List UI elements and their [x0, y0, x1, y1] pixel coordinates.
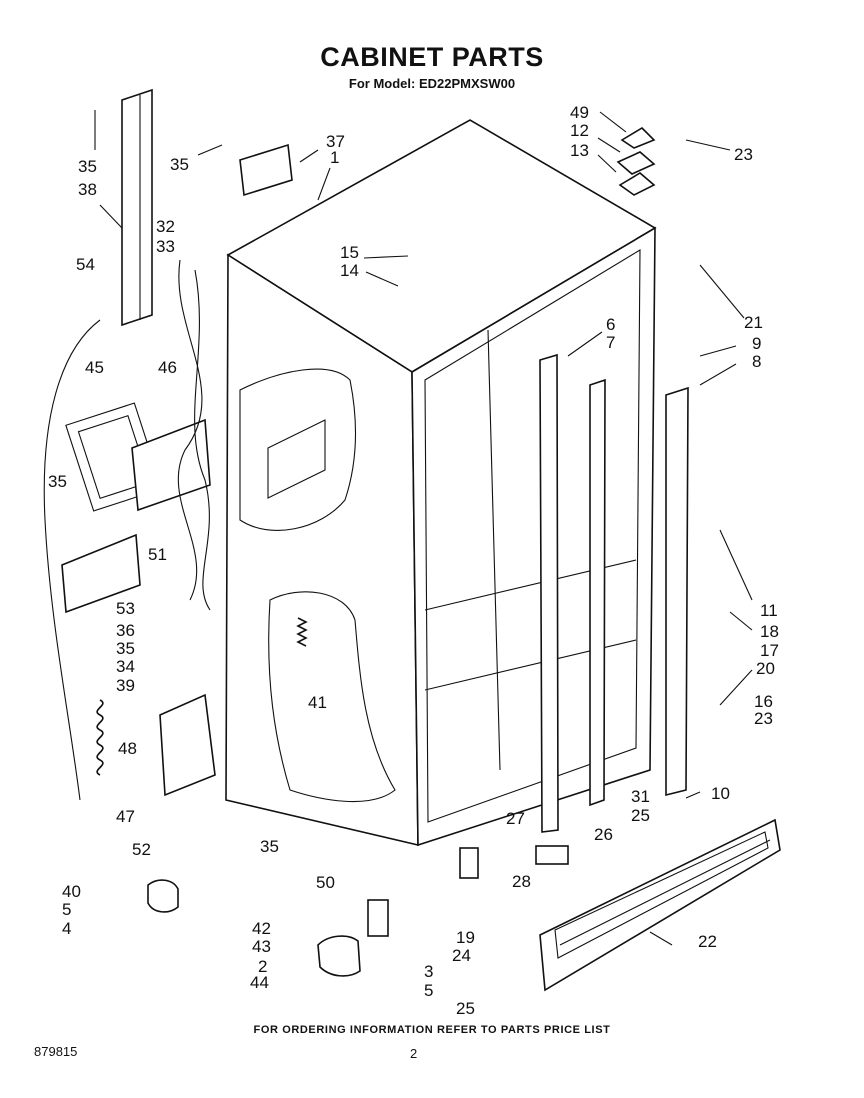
callout: 4 — [62, 919, 71, 938]
heater-assembly — [65, 402, 211, 512]
callout: 32 — [156, 217, 175, 236]
callout: 8 — [752, 352, 761, 371]
callout: 52 — [132, 840, 151, 859]
callout: 11 — [760, 601, 778, 620]
page-number: 2 — [410, 1046, 418, 1061]
callout: 26 — [594, 825, 613, 844]
callout: 19 — [456, 928, 475, 947]
callout: 5 — [62, 900, 71, 919]
callout: 49 — [570, 103, 589, 122]
callout: 9 — [752, 334, 761, 353]
callout: 25 — [631, 806, 650, 825]
callout: 35 — [48, 472, 67, 491]
page-title: CABINET PARTS — [320, 42, 544, 72]
callout: 18 — [760, 622, 779, 641]
left-trim-strip — [121, 88, 153, 327]
door-liners — [539, 353, 689, 833]
callout-labels: 35 38 35 37 1 32 33 54 45 46 35 51 53 36… — [48, 103, 779, 1018]
callout: 24 — [452, 946, 471, 965]
callout: 28 — [512, 872, 531, 891]
callout: 53 — [116, 599, 135, 618]
callout: 17 — [760, 641, 779, 660]
callout: 40 — [62, 882, 81, 901]
callout: 48 — [118, 739, 137, 758]
callout: 35 — [260, 837, 279, 856]
callout: 23 — [754, 709, 773, 728]
callout: 43 — [252, 937, 271, 956]
callout: 2 — [258, 957, 267, 976]
callout: 41 — [308, 693, 327, 712]
callout: 35 — [170, 155, 189, 174]
callout: 15 — [340, 243, 359, 262]
callout: 31 — [631, 787, 650, 806]
wiring-harness — [43, 259, 211, 801]
callout: 23 — [734, 145, 753, 164]
callout: 46 — [158, 358, 177, 377]
callout: 16 — [754, 692, 773, 711]
callout: 35 — [116, 639, 135, 658]
callout: 36 — [116, 621, 135, 640]
callout: 3 — [424, 962, 433, 981]
callout: 12 — [570, 121, 589, 140]
callout: 42 — [252, 919, 271, 938]
document-number: 879815 — [34, 1044, 78, 1059]
callout: 34 — [116, 657, 135, 676]
callout: 33 — [156, 237, 175, 256]
callout: 7 — [606, 333, 615, 352]
panel-plate — [61, 533, 141, 614]
callout: 50 — [316, 873, 335, 892]
callout: 47 — [116, 807, 135, 826]
leader-lines — [94, 110, 753, 946]
callout: 38 — [78, 180, 97, 199]
callout: 21 — [744, 313, 763, 332]
callout: 27 — [506, 809, 525, 828]
toe-grille — [539, 818, 781, 992]
callout: 54 — [76, 255, 95, 274]
callout: 45 — [85, 358, 104, 377]
ordering-footer: FOR ORDERING INFORMATION REFER TO PARTS … — [253, 1024, 611, 1036]
callout: 51 — [148, 545, 167, 564]
model-subtitle: For Model: ED22PMXSW00 — [348, 76, 516, 91]
coil-spring — [96, 699, 104, 776]
callout: 20 — [756, 659, 775, 678]
control-box — [159, 693, 216, 797]
callout: 39 — [116, 676, 135, 695]
callout: 22 — [698, 932, 717, 951]
top-bracket — [239, 143, 293, 197]
callout: 5 — [424, 981, 433, 1000]
callout: 25 — [456, 999, 475, 1018]
hinge-parts — [147, 126, 656, 977]
callout: 14 — [340, 261, 359, 280]
callout: 13 — [570, 141, 589, 160]
callout: 37 — [326, 132, 345, 151]
callout: 35 — [78, 157, 97, 176]
callout: 6 — [606, 315, 615, 334]
callout: 1 — [330, 148, 339, 167]
callout: 10 — [711, 784, 730, 803]
callout: 44 — [250, 973, 269, 992]
